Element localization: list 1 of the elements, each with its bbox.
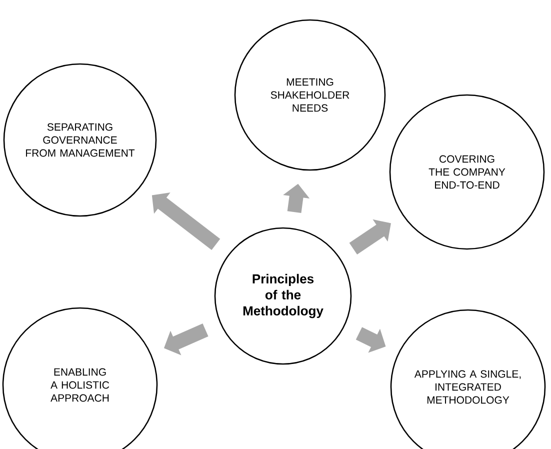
block-arrow — [349, 219, 391, 254]
